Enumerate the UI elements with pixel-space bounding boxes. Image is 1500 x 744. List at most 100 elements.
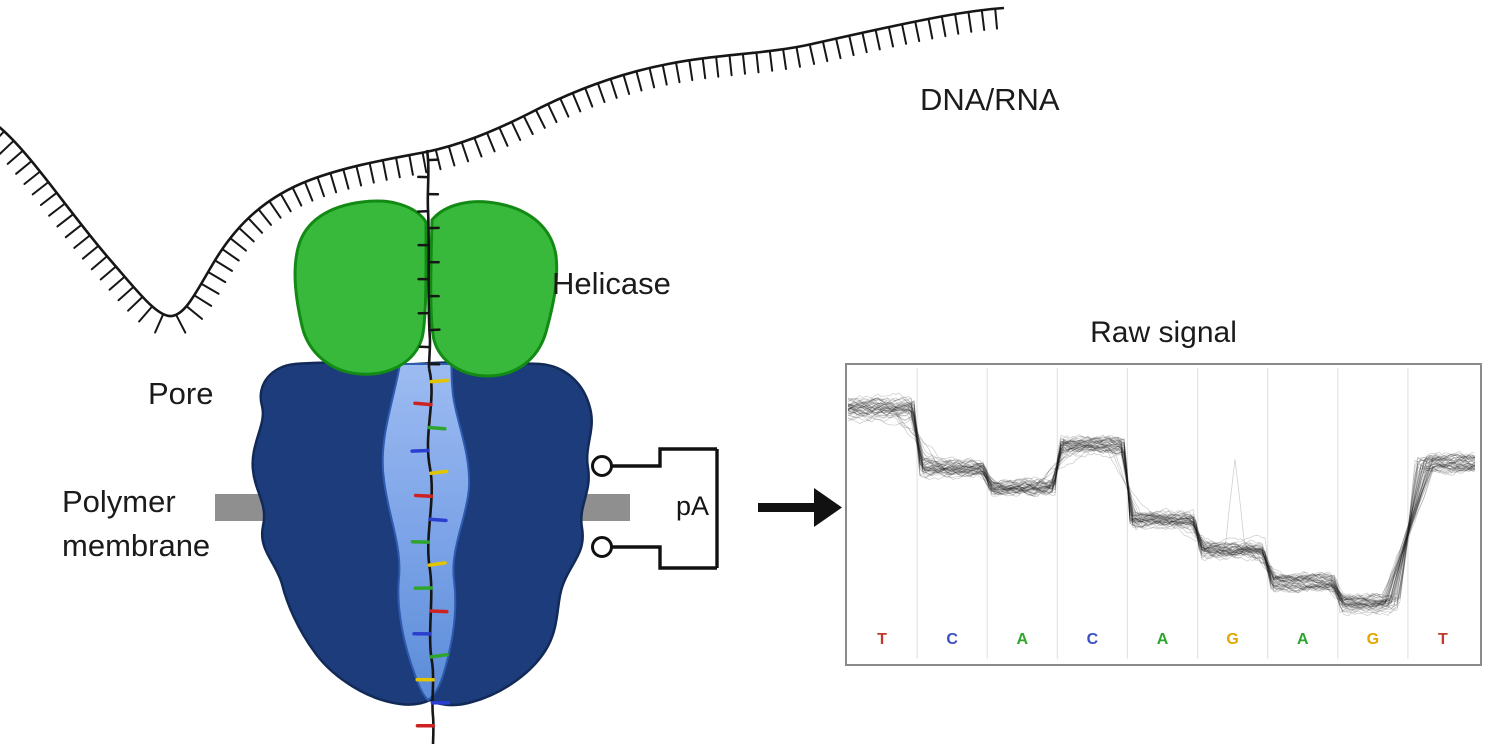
arrow-shaft bbox=[758, 503, 818, 512]
dna-duplex-strand bbox=[0, 6, 1005, 334]
signal-trace bbox=[847, 404, 1476, 606]
base-tick bbox=[426, 158, 440, 162]
base-tick bbox=[207, 271, 227, 284]
base-tick bbox=[571, 92, 582, 113]
signal-trace bbox=[847, 398, 1476, 604]
circuit-wire-bottom bbox=[612, 545, 717, 570]
base-tick bbox=[782, 48, 787, 70]
base-tick bbox=[408, 154, 414, 176]
base-tick bbox=[416, 209, 430, 213]
base-tick bbox=[510, 120, 522, 141]
black-base-ticks bbox=[416, 158, 441, 366]
signal-trace bbox=[847, 403, 1476, 603]
base-tick bbox=[498, 126, 509, 147]
signal-trace bbox=[847, 406, 1476, 607]
signal-trace bbox=[847, 404, 1476, 604]
base-tick bbox=[303, 181, 314, 202]
base-tick bbox=[741, 52, 746, 75]
signal-trace bbox=[847, 402, 1476, 602]
base-tick bbox=[257, 208, 272, 226]
base-tick bbox=[701, 57, 707, 80]
base-tick bbox=[316, 176, 325, 198]
signal-trace bbox=[847, 417, 1476, 616]
signal-trace bbox=[847, 409, 1476, 604]
dna-base-pair-ticks bbox=[0, 7, 998, 334]
signal-trace bbox=[847, 400, 1476, 614]
picoampere-label: pA bbox=[676, 491, 710, 521]
signal-trace bbox=[847, 396, 1476, 609]
base-tick bbox=[56, 213, 75, 228]
base-tick bbox=[368, 162, 375, 184]
base-tick bbox=[473, 136, 483, 158]
base-tick bbox=[534, 109, 546, 129]
base-tick bbox=[688, 59, 694, 82]
base-tick bbox=[715, 55, 720, 78]
base-tick bbox=[429, 652, 449, 659]
helicase-right-lobe bbox=[429, 200, 559, 378]
circuit-wire-top bbox=[612, 447, 717, 468]
signal-trace bbox=[847, 401, 1476, 600]
signal-trace bbox=[847, 406, 1476, 610]
base-tick bbox=[755, 51, 760, 74]
base-tick bbox=[185, 305, 203, 320]
base-tick bbox=[522, 115, 534, 135]
signal-trace bbox=[847, 396, 1476, 610]
base-tick bbox=[622, 73, 631, 95]
base-tick bbox=[39, 191, 58, 206]
base-tick bbox=[291, 186, 303, 207]
base-tick bbox=[596, 82, 606, 104]
base-tick bbox=[447, 145, 456, 167]
signal-trace bbox=[847, 398, 1476, 606]
signal-trace bbox=[847, 402, 1476, 611]
base-tick bbox=[429, 378, 449, 384]
signal-trace bbox=[847, 411, 1476, 605]
signal-trace bbox=[847, 397, 1476, 605]
base-tick bbox=[138, 305, 154, 323]
signal-trace bbox=[848, 397, 1475, 611]
base-tick bbox=[238, 226, 255, 243]
base-label-4: C bbox=[1086, 631, 1099, 648]
dna-rna-label: DNA/RNA bbox=[920, 82, 1060, 117]
signal-trace bbox=[847, 402, 1476, 608]
signal-trace bbox=[847, 408, 1476, 603]
base-tick bbox=[108, 275, 126, 291]
base-tick bbox=[967, 11, 973, 33]
base-tick bbox=[429, 469, 449, 476]
electrode-circle-bottom bbox=[591, 536, 613, 558]
signal-trace bbox=[847, 397, 1476, 610]
base-tick bbox=[427, 561, 447, 567]
base-tick bbox=[413, 493, 434, 498]
base-tick bbox=[342, 168, 350, 190]
base-tick bbox=[0, 139, 15, 156]
signal-trace bbox=[847, 399, 1476, 610]
signal-trace bbox=[847, 415, 1476, 616]
ssdna-in-channel bbox=[410, 367, 451, 744]
base-tick bbox=[6, 149, 24, 165]
base-label-8: G bbox=[1366, 631, 1380, 648]
base-tick bbox=[635, 70, 643, 92]
base-tick bbox=[874, 28, 881, 51]
base-tick bbox=[559, 97, 570, 118]
base-tick bbox=[648, 66, 656, 89]
base-label-2: C bbox=[946, 631, 958, 648]
base-tick bbox=[861, 31, 868, 54]
base-tick bbox=[428, 517, 448, 523]
signal-trace bbox=[847, 406, 1476, 607]
base-tick bbox=[980, 9, 986, 31]
arrow-head bbox=[814, 488, 842, 527]
base-tick bbox=[795, 46, 801, 68]
base-tick bbox=[81, 244, 100, 260]
base-tick bbox=[329, 172, 338, 194]
base-tick bbox=[835, 37, 842, 60]
signal-trace bbox=[847, 404, 1476, 608]
base-tick bbox=[927, 17, 934, 40]
raw-signal-title: Raw signal bbox=[1090, 316, 1237, 349]
base-label-1: T bbox=[877, 631, 887, 648]
signal-trace bbox=[847, 400, 1476, 606]
base-tick bbox=[547, 103, 558, 124]
signal-trace bbox=[847, 409, 1476, 611]
base-tick bbox=[808, 43, 816, 65]
signal-trace bbox=[847, 402, 1476, 606]
